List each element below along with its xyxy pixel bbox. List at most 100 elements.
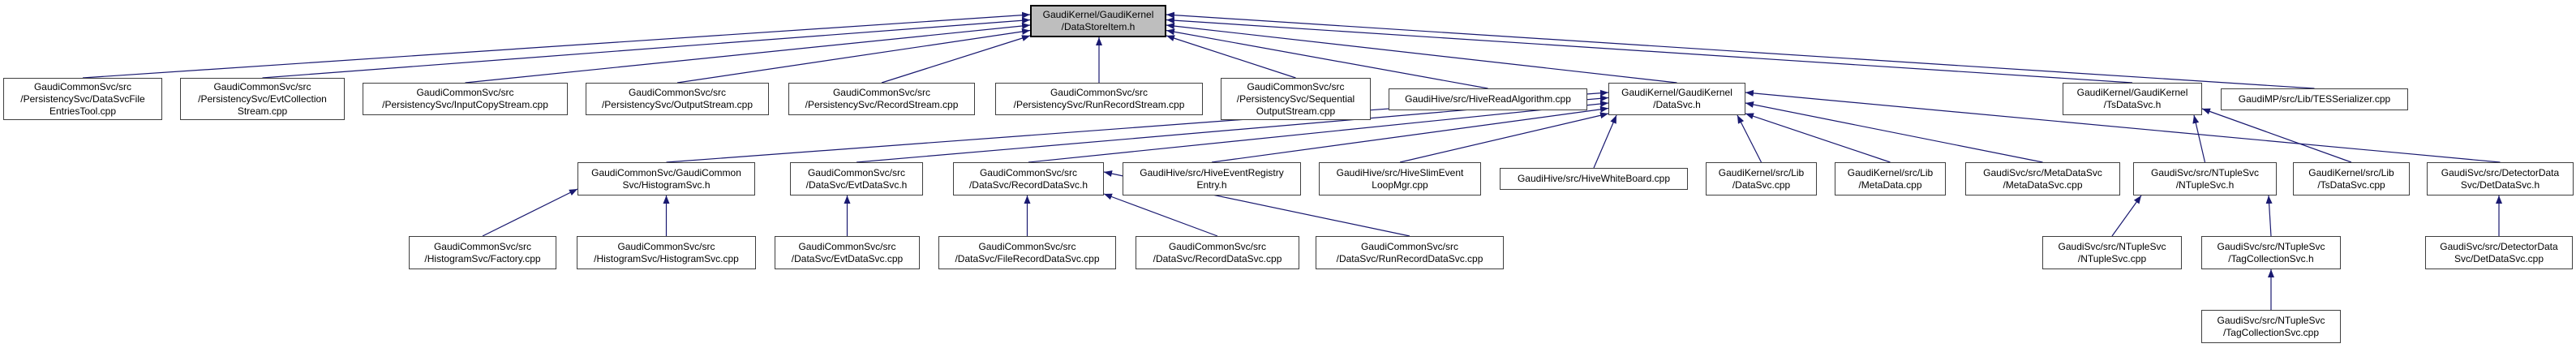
node-label-line: LoopMgr.cpp xyxy=(1372,178,1428,191)
node-label-line: /MetaDataSvc.cpp xyxy=(2003,178,2083,191)
node-label-line: /DataSvc/EvtDataSvc.cpp xyxy=(791,252,904,264)
node-filerecorddatasvc-cpp[interactable]: GaudiCommonSvc/src/DataSvc/FileRecordDat… xyxy=(938,236,1116,269)
node-label-line: /PersistencySvc/EvtCollection xyxy=(198,92,327,105)
node-label-line: GaudiCommonSvc/src xyxy=(628,87,727,98)
node-datastoreitem-h: GaudiKernel/GaudiKernel/DataStoreItem.h xyxy=(1030,5,1166,37)
node-label-line: GaudiSvc/src/DetectorData xyxy=(2440,240,2558,252)
include-edge-datasvc-cpp-to-datasvc-h xyxy=(1737,114,1762,163)
node-label-line: /MetaData.cpp xyxy=(1858,178,1922,191)
node-label-line: GaudiSvc/src/DetectorData xyxy=(2441,166,2560,178)
node-inputcopystream-cpp[interactable]: GaudiCommonSvc/src/PersistencySvc/InputC… xyxy=(363,83,568,115)
node-datasvc-h[interactable]: GaudiKernel/GaudiKernel/DataSvc.h xyxy=(1608,83,1745,115)
node-runrecorddatasvc-cpp[interactable]: GaudiCommonSvc/src/DataSvc/RunRecordData… xyxy=(1316,236,1504,269)
node-ntuplesvc-cpp[interactable]: GaudiSvc/src/NTupleSvc/NTupleSvc.cpp xyxy=(2042,236,2182,269)
node-ntuplesvc-h[interactable]: GaudiSvc/src/NTupleSvc/NTupleSvc.h xyxy=(2133,162,2277,195)
node-label-line: GaudiCommonSvc/src xyxy=(33,80,132,92)
include-edge-datasvcfileentriestool-cpp-to-datastoreitem-h xyxy=(82,11,1031,79)
node-datasvc-cpp[interactable]: GaudiKernel/src/Lib/DataSvc.cpp xyxy=(1706,162,1817,195)
node-label-line: GaudiKernel/GaudiKernel xyxy=(2076,87,2188,98)
node-label-line: /PersistencySvc/RunRecordStream.cpp xyxy=(1013,99,1185,110)
node-label-line: Stream.cpp xyxy=(237,105,288,117)
include-edge-evtcollectionstream-cpp-to-datastoreitem-h xyxy=(262,17,1031,79)
node-label-line: GaudiCommonSvc/GaudiCommon xyxy=(591,166,741,178)
node-factory-cpp[interactable]: GaudiCommonSvc/src/HistogramSvc/Factory.… xyxy=(409,236,556,269)
node-label-line: GaudiSvc/src/NTupleSvc xyxy=(2058,240,2166,252)
include-edge-recordstream-cpp-to-datastoreitem-h xyxy=(881,35,1031,84)
include-edge-hivewhiteboard-cpp-to-datasvc-h xyxy=(1593,114,1617,169)
include-edge-outputstream-cpp-to-datastoreitem-h xyxy=(676,28,1031,84)
node-label-line: /HistogramSvc/HistogramSvc.cpp xyxy=(594,252,739,264)
include-edge-tsdatasvc-cpp-to-tsdatasvc-h xyxy=(2201,108,2352,163)
node-label-line: GaudiCommonSvc/src xyxy=(807,166,906,178)
node-label-line: GaudiKernel/GaudiKernel xyxy=(1621,87,1732,98)
include-edge-ntuplesvc-h-to-tsdatasvc-h xyxy=(2192,114,2206,163)
node-label-line: /PersistencySvc/RecordStream.cpp xyxy=(805,99,959,110)
node-label-line: GaudiKernel/GaudiKernel xyxy=(1042,9,1154,20)
node-metadata-cpp[interactable]: GaudiKernel/src/Lib/MetaData.cpp xyxy=(1835,162,1946,195)
include-edge-hiveslimeventloopmgr-cpp-to-datasvc-h xyxy=(1399,112,1609,163)
node-label-line: GaudiCommonSvc/src xyxy=(1247,80,1345,92)
node-label-line: /TagCollectionSvc.h xyxy=(2228,252,2314,264)
node-label-line: /DataSvc.cpp xyxy=(1732,178,1791,191)
include-edge-tesserializer-cpp-to-datastoreitem-h xyxy=(1166,11,2315,89)
node-recordstream-cpp[interactable]: GaudiCommonSvc/src/PersistencySvc/Record… xyxy=(788,83,975,115)
node-metadatasvc-cpp[interactable]: GaudiSvc/src/MetaDataSvc/MetaDataSvc.cpp xyxy=(1965,162,2120,195)
node-recorddatasvc-cpp[interactable]: GaudiCommonSvc/src/DataSvc/RecordDataSvc… xyxy=(1136,236,1299,269)
node-label-line: GaudiCommonSvc/src xyxy=(979,166,1078,178)
node-label-line: /PersistencySvc/OutputStream.cpp xyxy=(601,99,753,110)
include-edge-inputcopystream-cpp-to-datastoreitem-h xyxy=(465,23,1031,84)
node-label-line: Svc/DetDataSvc.cpp xyxy=(2454,252,2544,264)
node-datasvcfileentriestool-cpp[interactable]: GaudiCommonSvc/src/PersistencySvc/DataSv… xyxy=(3,78,162,120)
node-sequentialoutputstream-cpp[interactable]: GaudiCommonSvc/src/PersistencySvc/Sequen… xyxy=(1221,78,1371,120)
include-edge-detdatasvc-h-to-datasvc-h xyxy=(1745,89,2501,163)
node-label-line: GaudiKernel/src/Lib xyxy=(1718,166,1805,178)
node-label-line: /DataSvc/RecordDataSvc.h xyxy=(968,178,1088,191)
node-tesserializer-cpp[interactable]: GaudiMP/src/Lib/TESSerializer.cpp xyxy=(2221,88,2408,110)
node-label-line: /NTupleSvc.h xyxy=(2175,178,2235,191)
include-edge-recorddatasvc-h-to-datasvc-h xyxy=(1028,101,1609,163)
node-tagcollectionsvc-h[interactable]: GaudiSvc/src/NTupleSvc/TagCollectionSvc.… xyxy=(2201,236,2341,269)
node-label-line: GaudiCommonSvc/src xyxy=(617,240,715,252)
node-label-line: /PersistencySvc/DataSvcFile xyxy=(20,92,145,105)
node-label-line: GaudiMP/src/Lib/TESSerializer.cpp xyxy=(2238,93,2391,105)
node-outputstream-cpp[interactable]: GaudiCommonSvc/src/PersistencySvc/Output… xyxy=(586,83,769,115)
node-label-line: GaudiCommonSvc/src xyxy=(433,240,532,252)
node-tsdatasvc-cpp[interactable]: GaudiKernel/src/Lib/TsDataSvc.cpp xyxy=(2293,162,2410,195)
node-label-line: /NTupleSvc.cpp xyxy=(2077,252,2147,264)
node-hivereadalgorithm-cpp[interactable]: GaudiHive/src/HiveReadAlgorithm.cpp xyxy=(1389,88,1587,110)
node-label-line: EntriesTool.cpp xyxy=(49,105,117,117)
node-label-line: GaudiKernel/src/Lib xyxy=(2308,166,2394,178)
node-label-line: GaudiCommonSvc/src xyxy=(213,80,311,92)
include-edge-datasvc-h-to-datastoreitem-h xyxy=(1166,23,1677,84)
node-evtcollectionstream-cpp[interactable]: GaudiCommonSvc/src/PersistencySvc/EvtCol… xyxy=(180,78,345,120)
node-label-line: /PersistencySvc/Sequential xyxy=(1236,92,1355,105)
node-evtdatasvc-cpp[interactable]: GaudiCommonSvc/src/DataSvc/EvtDataSvc.cp… xyxy=(775,236,920,269)
node-label-line: /DataSvc/RecordDataSvc.cpp xyxy=(1153,252,1282,264)
node-label-line: GaudiCommonSvc/src xyxy=(1168,240,1267,252)
node-runrecordstream-cpp[interactable]: GaudiCommonSvc/src/PersistencySvc/RunRec… xyxy=(995,83,1203,115)
node-hivewhiteboard-cpp[interactable]: GaudiHive/src/HiveWhiteBoard.cpp xyxy=(1500,168,1688,190)
node-recorddatasvc-h[interactable]: GaudiCommonSvc/src/DataSvc/RecordDataSvc… xyxy=(953,162,1104,195)
node-label-line: GaudiCommonSvc/src xyxy=(416,87,514,98)
node-label-line: GaudiHive/src/HiveReadAlgorithm.cpp xyxy=(1405,93,1571,105)
node-label-line: /PersistencySvc/InputCopyStream.cpp xyxy=(382,99,548,110)
node-label-line: GaudiSvc/src/NTupleSvc xyxy=(2151,166,2259,178)
include-edge-metadata-cpp-to-datasvc-h xyxy=(1745,113,1891,163)
node-label-line: Svc/DetDataSvc.h xyxy=(2460,178,2540,191)
node-tsdatasvc-h[interactable]: GaudiKernel/GaudiKernel/TsDataSvc.h xyxy=(2063,83,2202,115)
node-label-line: /DataSvc/EvtDataSvc.h xyxy=(805,178,908,191)
node-label-line: /TagCollectionSvc.cpp xyxy=(2222,326,2320,338)
node-label-line: GaudiSvc/src/NTupleSvc xyxy=(2217,240,2325,252)
include-edge-hiveeventregistryentry-h-to-datasvc-h xyxy=(1211,105,1609,163)
node-tagcollectionsvc-cpp[interactable]: GaudiSvc/src/NTupleSvc/TagCollectionSvc.… xyxy=(2201,310,2341,343)
node-histogramsvc-cpp[interactable]: GaudiCommonSvc/src/HistogramSvc/Histogra… xyxy=(577,236,756,269)
node-evtdatasvc-h[interactable]: GaudiCommonSvc/src/DataSvc/EvtDataSvc.h xyxy=(790,162,923,195)
include-edge-metadatasvc-cpp-to-datasvc-h xyxy=(1745,101,2043,163)
node-label-line: /HistogramSvc/Factory.cpp xyxy=(424,252,541,264)
